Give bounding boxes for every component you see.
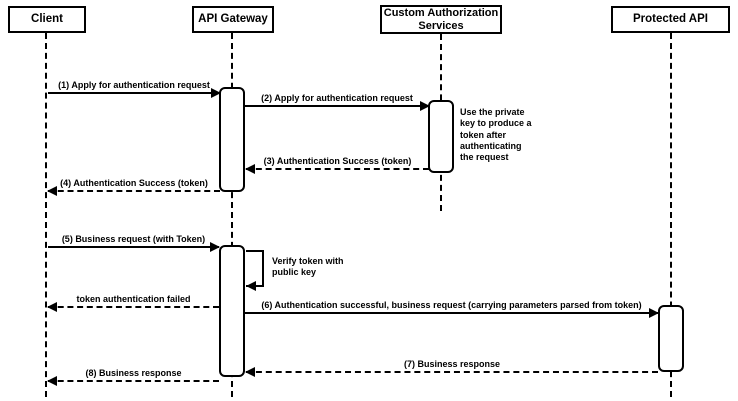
participant-api-gateway: API Gateway <box>192 6 274 33</box>
message-2-apply-auth-request: (2) Apply for authentication request <box>245 91 430 111</box>
arrow-left-icon <box>47 376 57 386</box>
message-1-line <box>48 92 220 94</box>
message-7-line <box>246 371 658 373</box>
arrow-right-icon <box>211 88 221 98</box>
message-6-label: (6) Authentication successful, business … <box>261 300 642 310</box>
arrow-left-icon <box>245 367 255 377</box>
message-2-line <box>245 105 429 107</box>
message-3-auth-success: (3) Authentication Success (token) <box>245 154 429 174</box>
message-6-line <box>245 312 658 314</box>
participant-client: Client <box>8 6 86 33</box>
message-8-label: (8) Business response <box>85 368 182 378</box>
arrow-right-icon <box>649 308 659 318</box>
message-token-auth-failed-line <box>48 306 219 308</box>
message-4-line <box>48 190 220 192</box>
participant-protected-api-label: Protected API <box>633 13 708 26</box>
self-message-verify-token-label: Verify token with public key <box>272 256 344 278</box>
message-7-label: (7) Business response <box>403 359 501 369</box>
participant-api-gateway-label: API Gateway <box>198 13 268 26</box>
lifeline-api-gateway <box>231 33 233 397</box>
message-3-line <box>246 168 429 170</box>
lifeline-client <box>45 33 47 397</box>
arrow-right-icon <box>210 242 220 252</box>
participant-custom-authorization-services-label: Custom Authorization Services <box>383 7 499 32</box>
message-1-apply-auth-request: (1) Apply for authentication request <box>48 78 221 98</box>
participant-custom-authorization-services: Custom Authorization Services <box>380 5 502 34</box>
message-3-label: (3) Authentication Success (token) <box>263 156 412 166</box>
message-5-label: (5) Business request (with Token) <box>61 234 206 244</box>
activation-api-gateway-business <box>219 245 245 377</box>
participant-client-label: Client <box>31 13 63 26</box>
message-8-business-response: (8) Business response <box>47 366 219 386</box>
participant-protected-api: Protected API <box>611 6 730 33</box>
message-token-auth-failed: token authentication failed <box>47 292 219 312</box>
activation-protected-api <box>658 305 684 372</box>
note-use-private-key: Use the private key to produce a token a… <box>460 107 532 162</box>
lifeline-protected-api <box>670 33 672 397</box>
message-8-line <box>48 380 219 382</box>
arrow-left-icon <box>47 186 57 196</box>
message-5-line <box>48 246 219 248</box>
message-4-auth-success: (4) Authentication Success (token) <box>47 176 220 196</box>
arrow-left-icon <box>246 281 256 291</box>
activation-custom-authorization-services <box>428 100 454 173</box>
message-5-business-request: (5) Business request (with Token) <box>48 232 220 252</box>
activation-api-gateway-auth <box>219 87 245 192</box>
arrow-right-icon <box>420 101 430 111</box>
self-message-verify-token <box>246 250 264 291</box>
message-1-label: (1) Apply for authentication request <box>58 80 210 90</box>
message-7-business-response: (7) Business response <box>245 357 658 377</box>
message-4-label: (4) Authentication Success (token) <box>60 178 208 188</box>
message-6-auth-successful-business-request: (6) Authentication successful, business … <box>245 298 659 318</box>
message-2-label: (2) Apply for authentication request <box>261 93 413 103</box>
arrow-left-icon <box>245 164 255 174</box>
message-token-auth-failed-label: token authentication failed <box>76 294 191 304</box>
arrow-left-icon <box>47 302 57 312</box>
